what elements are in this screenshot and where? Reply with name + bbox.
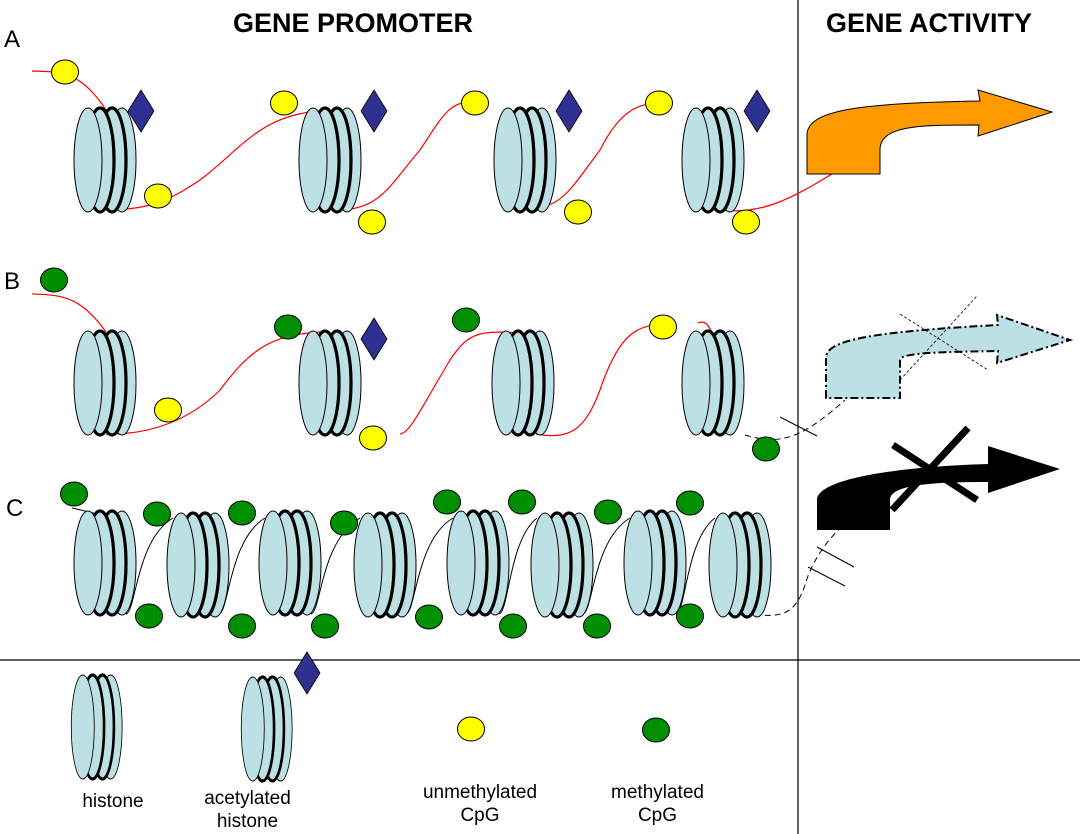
nucleosome [297, 329, 363, 437]
nucleosome [680, 329, 746, 437]
nucleosome [165, 511, 231, 619]
methylated-cpg-icon [642, 717, 670, 743]
reduced-gene-arrow [825, 313, 1074, 399]
reduced-cross-line-1 [899, 313, 989, 371]
silenced-cross-line-1 [891, 442, 979, 503]
nucleosome [352, 511, 418, 619]
methylated-cpg-icon [676, 603, 704, 629]
nucleosome [257, 509, 323, 617]
silenced-cross-line-2 [889, 425, 971, 513]
row-c-break-mark-1 [816, 546, 855, 568]
methylated-cpg-icon [452, 307, 480, 333]
row-b-break-mark [779, 416, 818, 437]
row-label-a: A [4, 26, 21, 53]
nucleosome [529, 511, 595, 619]
legend-label-histone: histone [68, 790, 158, 813]
row-b-nucleosomes [40, 267, 780, 462]
silenced-gene-arrow [817, 446, 1060, 530]
methylated-cpg-icon [135, 603, 163, 629]
unmethylated-cpg-icon [732, 209, 760, 235]
methylated-cpg-icon [433, 489, 461, 515]
row-label-b: B [4, 268, 21, 295]
unmethylated-cpg-icon [358, 209, 386, 235]
row-label-c: C [6, 495, 24, 522]
acetyl-group-icon [293, 651, 321, 695]
nucleosome [622, 509, 688, 617]
methylated-cpg-icon [40, 267, 68, 293]
nucleosome [680, 106, 746, 214]
legend [69, 651, 670, 783]
unmethylated-cpg-icon [154, 397, 182, 423]
methylated-cpg-icon [274, 314, 302, 340]
nucleosome [72, 509, 138, 617]
legend-acetylated-histone-icon [239, 675, 294, 783]
nucleosome [490, 329, 556, 437]
methylated-cpg-icon [311, 613, 339, 639]
active-gene-arrow [806, 89, 1054, 175]
row-c-break-mark-2 [807, 566, 846, 587]
legend-unmethylated-line2: CpG [460, 805, 500, 826]
acetyl-group-icon [743, 89, 771, 133]
nucleosome [72, 329, 138, 437]
legend-histone-icon [69, 673, 124, 781]
reduced-cross-line-2 [899, 295, 978, 381]
unmethylated-cpg-icon [359, 425, 387, 451]
acetyl-group-icon [127, 89, 155, 133]
row-b-dna-strand [31, 293, 713, 437]
legend-acetylated-line2: histone [216, 811, 279, 832]
legend-label-unmethylated-cpg: unmethylated CpG [402, 781, 558, 827]
methylated-cpg-icon [60, 481, 88, 507]
legend-unmethylated-line1: unmethylated [422, 782, 538, 803]
gene-promoter-header: GENE PROMOTER [233, 8, 474, 38]
methylated-cpg-icon [594, 499, 622, 525]
legend-methylated-line2: CpG [637, 805, 678, 826]
nucleosome [445, 509, 511, 617]
unmethylated-cpg-icon [645, 90, 673, 116]
methylated-cpg-icon [499, 613, 527, 639]
nucleosome [492, 106, 558, 214]
unmethylated-cpg-icon [270, 90, 298, 116]
methylated-cpg-icon [330, 510, 358, 536]
methylated-cpg-icon [228, 500, 256, 526]
nucleosome [72, 106, 138, 214]
unmethylated-cpg-icon [144, 183, 172, 209]
legend-label-acetylated-histone: acetylated histone [200, 787, 295, 833]
methylated-cpg-icon [415, 604, 443, 630]
methylated-cpg-icon [583, 613, 611, 639]
methylated-cpg-icon [228, 613, 256, 639]
acetyl-group-icon [555, 89, 583, 133]
acetyl-group-icon [360, 317, 388, 361]
unmethylated-cpg-icon [461, 90, 489, 116]
unmethylated-cpg-icon [564, 199, 592, 225]
row-c-dna-broken [744, 519, 851, 616]
legend-methylated-line1: methylated [611, 782, 704, 803]
row-a-nucleosomes [51, 59, 771, 235]
unmethylated-cpg-icon [457, 716, 485, 742]
legend-histone-line1: histone [82, 791, 144, 812]
methylated-cpg-icon [508, 489, 536, 515]
legend-label-methylated-cpg: methylated CpG [590, 781, 725, 827]
methylated-cpg-icon [143, 501, 171, 527]
row-c-nucleosomes [60, 481, 773, 639]
nucleosome [297, 106, 363, 214]
gene-activity-header: GENE ACTIVITY [826, 8, 1033, 38]
nucleosome [707, 511, 773, 619]
methylated-cpg-icon [676, 490, 704, 516]
legend-acetylated-line1: acetylated [204, 788, 291, 809]
row-b-dna-broken [744, 399, 846, 440]
methylated-cpg-icon [752, 436, 780, 462]
unmethylated-cpg-icon [649, 314, 677, 340]
unmethylated-cpg-icon [51, 59, 79, 85]
acetyl-group-icon [360, 89, 388, 133]
